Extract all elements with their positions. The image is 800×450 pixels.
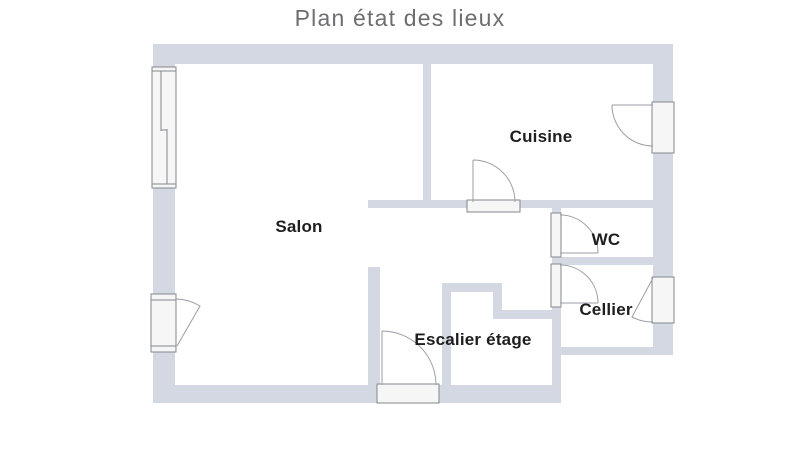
- door-threshold-cuisine-exterior: [651, 101, 675, 154]
- door-threshold-cuisine: [466, 199, 521, 213]
- room-label-cuisine: Cuisine: [510, 127, 573, 146]
- room-labels: Salon Cuisine WC Cellier Escalier étage: [275, 127, 633, 349]
- wall-salon-cuisine: [423, 64, 431, 208]
- door-swing-cellier-exterior: [631, 277, 654, 323]
- door-swing-entry: [381, 330, 437, 386]
- room-label-wc: WC: [592, 230, 621, 249]
- wall-wc-cellier-divider: [561, 257, 673, 265]
- wall-exterior-bottom: [153, 385, 560, 403]
- wall-stair-mid: [493, 310, 556, 319]
- wall-stair-left: [442, 283, 451, 385]
- door-threshold-entry: [376, 383, 440, 404]
- window-salon-lower: [150, 293, 177, 353]
- wall-exterior-top: [153, 44, 673, 64]
- wall-cellier-bottom: [553, 347, 673, 355]
- window-salon-upper-sashes: [152, 70, 176, 185]
- door-swing-cellier: [559, 264, 599, 304]
- window-salon-lower-swing: [175, 298, 201, 347]
- room-label-escalier: Escalier étage: [414, 330, 531, 349]
- door-threshold-cellier-exterior: [651, 276, 675, 324]
- walls: [153, 44, 673, 403]
- wall-stair-top: [442, 283, 502, 292]
- room-label-salon: Salon: [275, 217, 322, 236]
- door-threshold-wc: [550, 212, 562, 258]
- door-swings: [381, 104, 654, 386]
- door-swing-cuisine-exterior: [611, 104, 654, 147]
- wall-entry-corridor: [368, 267, 380, 385]
- wall-stair-right: [493, 283, 502, 319]
- door-swing-wc: [559, 214, 599, 254]
- windows: [150, 66, 201, 353]
- door-swing-cuisine: [472, 159, 516, 203]
- page-title: Plan état des lieux: [294, 5, 506, 31]
- door-thresholds: [376, 101, 675, 404]
- door-threshold-cellier: [550, 263, 562, 308]
- window-salon-lower-caps: [151, 299, 176, 347]
- room-label-cellier: Cellier: [579, 300, 633, 319]
- window-salon-upper: [151, 66, 177, 189]
